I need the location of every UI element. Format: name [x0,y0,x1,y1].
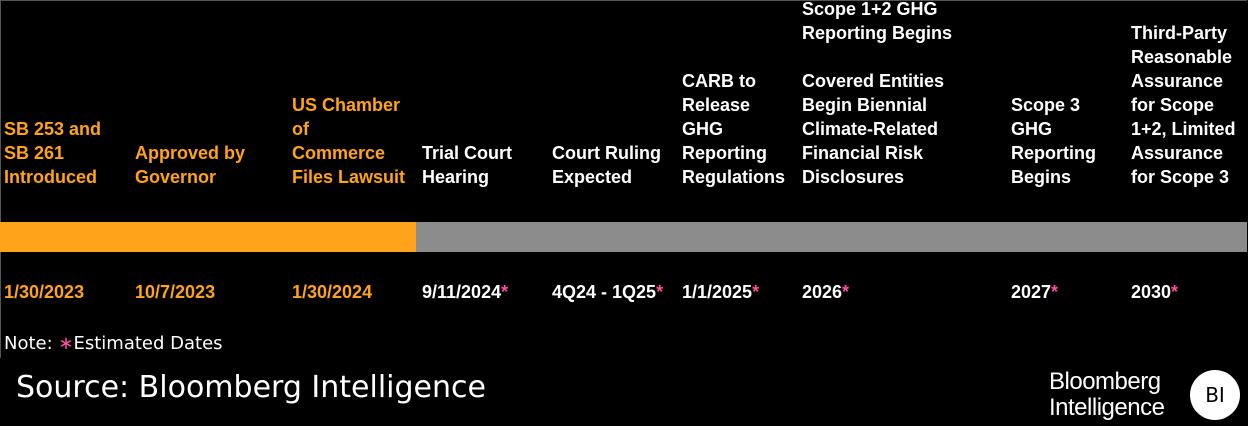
event-date-value: 4Q24 - 1Q25 [552,282,657,302]
event-title-8: Scope 3 GHG Reporting Begins [1011,95,1096,187]
event-title-5: Court Ruling Expected [552,143,661,187]
event-date-8: 2027* [1011,282,1058,302]
estimated-star-mark: * [842,282,850,302]
event-date-1: 1/30/2023 [4,282,84,302]
event-date-3: 1/30/2024 [292,282,372,302]
event-date-value: 9/11/2024 [422,282,502,302]
estimated-star-mark: * [656,282,664,302]
event-title-6: CARB to Release GHG Reporting Regulation… [682,71,786,187]
event-date-4: 9/11/2024* [422,282,508,302]
estimated-star-mark: * [1051,282,1059,302]
event-date-5: 4Q24 - 1Q25* [552,282,663,302]
footnote: Note: ∗Estimated Dates [4,334,223,354]
event-date-value: 2027 [1011,282,1052,302]
estimated-star-mark: * [752,282,760,302]
estimated-star-mark: * [1171,282,1179,302]
event-date-value: 2030 [1131,282,1172,302]
event-title-2: Approved by Governor [135,143,246,187]
event-title-9: Third-Party Reasonable Assurance for Sco… [1131,23,1236,187]
note-star-mark: ∗ [58,333,74,354]
event-title-7: Scope 1+2 GHG Reporting Begins Covered E… [802,0,953,187]
bloomberg-intelligence-logo: Bloomberg Intelligence [1049,368,1165,421]
event-title-1: SB 253 and SB 261 Introduced [4,119,102,187]
timeline-progress-completed [0,222,416,252]
event-date-7: 2026* [802,282,849,302]
event-date-2: 10/7/2023 [135,282,215,302]
event-date-9: 2030* [1131,282,1178,302]
timeline-progress-remaining [416,222,1247,252]
event-date-value: 1/30/2024 [292,282,373,302]
event-date-value: 2026 [802,282,843,302]
timeline-frame [0,0,1247,358]
event-title-3: US Chamber of Commerce Files Lawsuit [292,95,406,187]
estimated-star-mark: * [501,282,509,302]
event-date-value: 10/7/2023 [135,282,216,302]
event-date-value: 1/1/2025 [682,282,753,302]
source-caption: Source: Bloomberg Intelligence [16,370,486,405]
note-prefix: Note: [4,333,59,354]
event-date-6: 1/1/2025* [682,282,759,302]
event-title-4: Trial Court Hearing [422,143,513,187]
event-date-value: 1/30/2023 [4,282,85,302]
note-text: Estimated Dates [73,333,223,354]
bi-badge-icon: BI [1190,370,1240,420]
